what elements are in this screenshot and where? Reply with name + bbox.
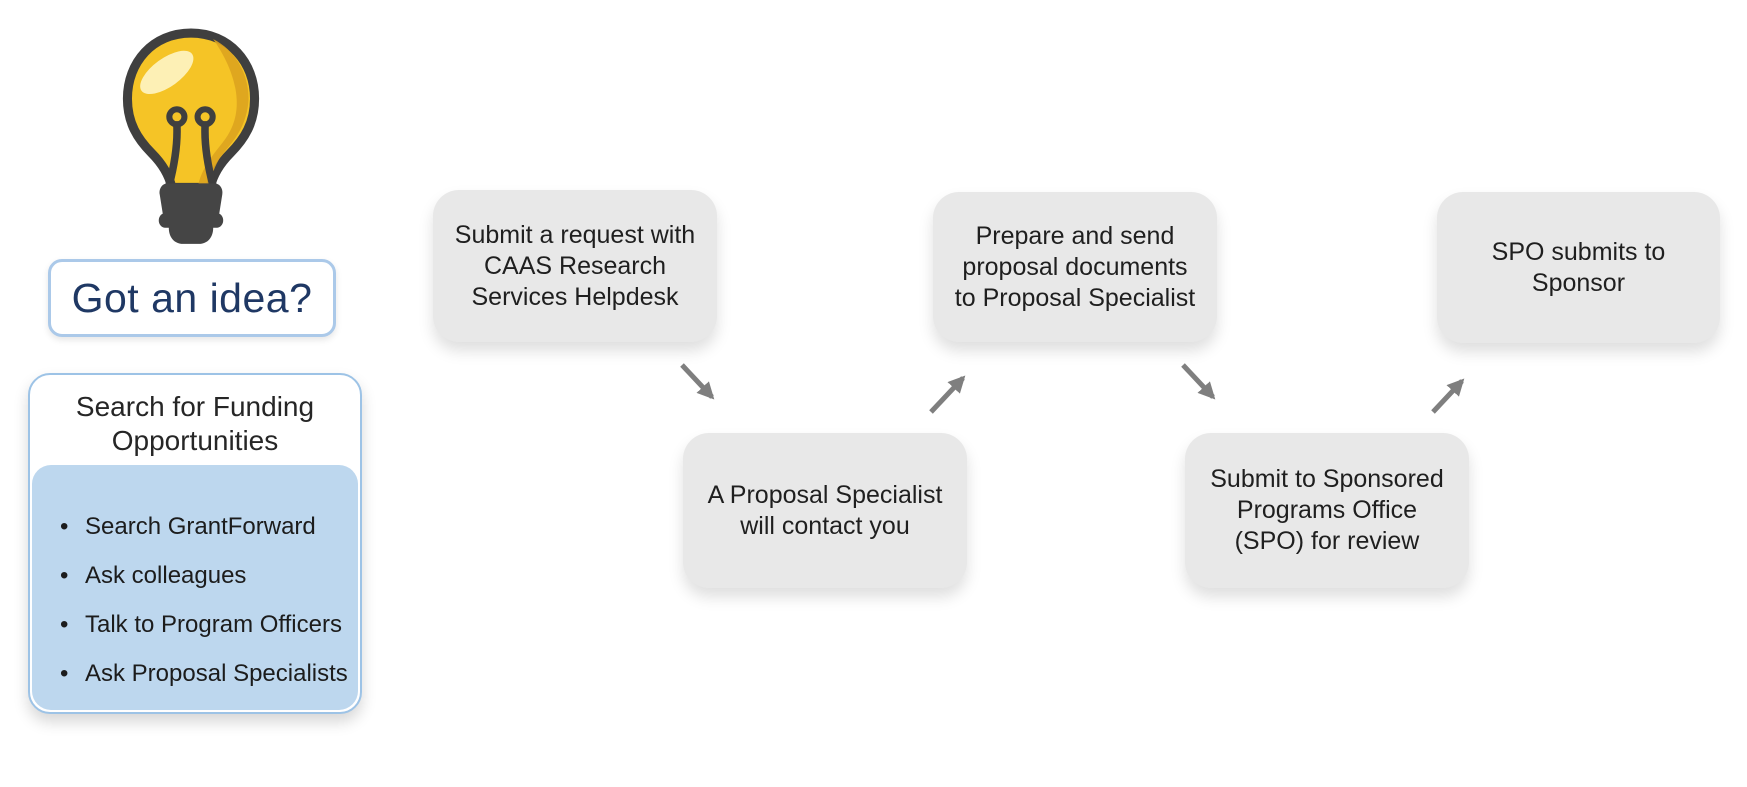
flow-step-label: Submit to Sponsored Programs Office (SPO… bbox=[1210, 465, 1444, 555]
flow-step-specialist-contact: A Proposal Specialist will contact you bbox=[683, 433, 967, 588]
flow-step-spo-submits: SPO submits to Sponsor bbox=[1437, 192, 1720, 343]
funding-bullet-list: Search GrantForward Ask colleagues Talk … bbox=[32, 465, 358, 692]
arrow-down-right-icon bbox=[1181, 363, 1216, 400]
flow-step-prepare-documents: Prepare and send proposal documents to P… bbox=[933, 192, 1217, 342]
idea-label: Got an idea? bbox=[71, 274, 313, 321]
list-item: Talk to Program Officers bbox=[58, 607, 352, 643]
flow-step-submit-spo: Submit to Sponsored Programs Office (SPO… bbox=[1185, 433, 1469, 588]
flow-step-label: Submit a request with CAAS Research Serv… bbox=[454, 220, 696, 311]
funding-panel-body: Search GrantForward Ask colleagues Talk … bbox=[32, 465, 358, 710]
flow-step-label: SPO submits to Sponsor bbox=[1491, 237, 1666, 297]
list-item: Search GrantForward bbox=[58, 509, 352, 545]
lightbulb-icon bbox=[122, 28, 260, 244]
arrow-down-right-icon bbox=[680, 363, 715, 400]
funding-panel-title: Search for Funding Opportunities bbox=[75, 391, 315, 456]
flow-step-label: A Proposal Specialist will contact you bbox=[707, 480, 943, 540]
list-item: Ask colleagues bbox=[58, 558, 352, 594]
idea-callout: Got an idea? bbox=[48, 259, 336, 337]
funding-panel: Search for Funding Opportunities Search … bbox=[28, 373, 362, 714]
flow-step-label: Prepare and send proposal documents to P… bbox=[954, 221, 1196, 312]
arrow-up-right-icon bbox=[1431, 378, 1465, 414]
flow-step-submit-request: Submit a request with CAAS Research Serv… bbox=[433, 190, 717, 342]
list-item: Ask Proposal Specialists bbox=[58, 656, 352, 692]
arrow-up-right-icon bbox=[929, 375, 966, 414]
